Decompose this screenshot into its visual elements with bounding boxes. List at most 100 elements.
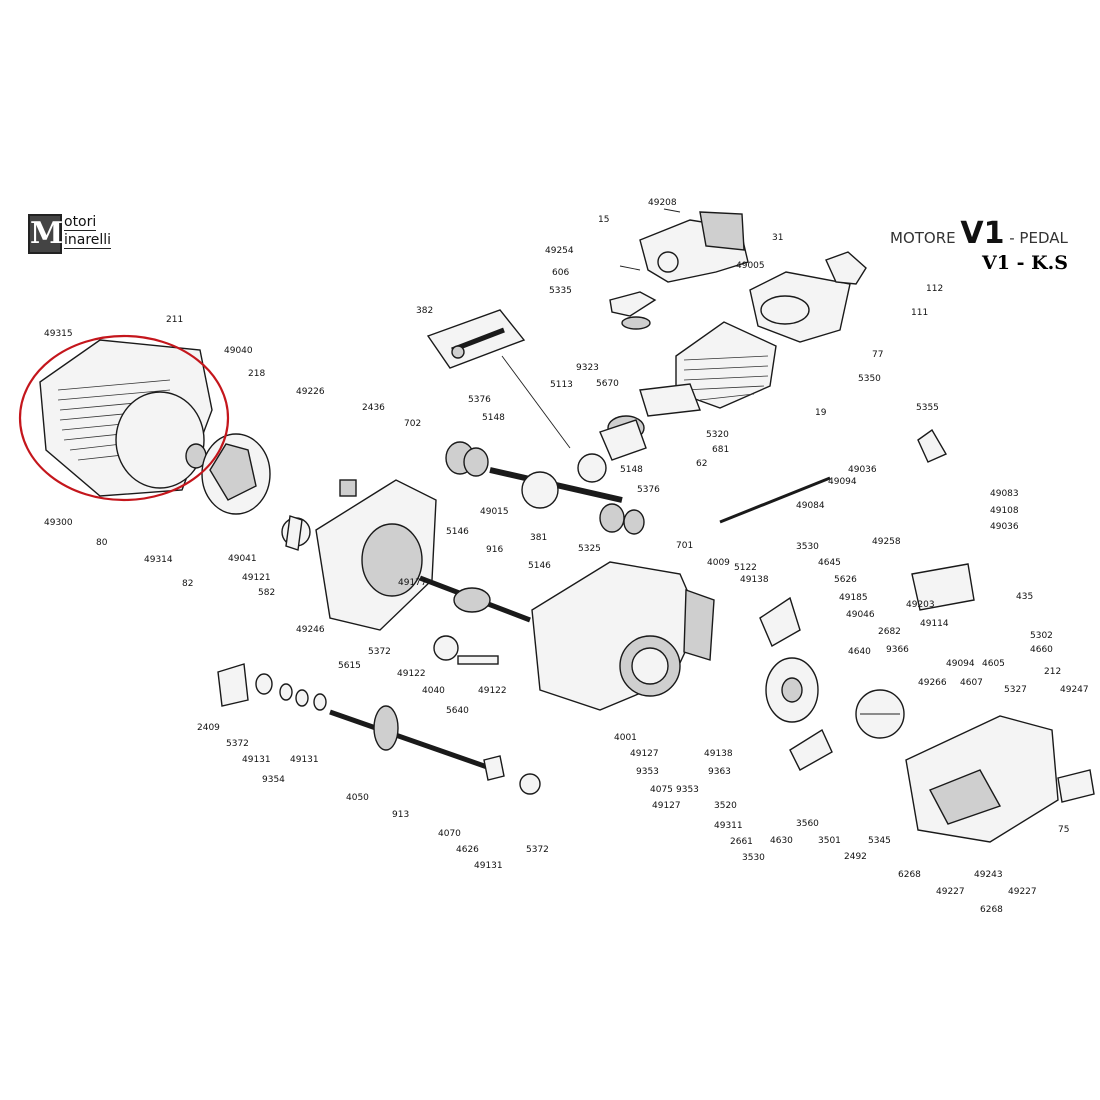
part-label: 606 xyxy=(552,268,569,278)
part-label: 49131 xyxy=(242,755,271,765)
part-label: 31 xyxy=(772,233,783,243)
part-label: 49208 xyxy=(648,198,677,208)
part-label: 5626 xyxy=(834,575,857,585)
cylinder-block-group xyxy=(599,251,867,461)
right-crankcase-group xyxy=(531,561,715,711)
part-label: 5376 xyxy=(468,395,491,405)
part-label: 4070 xyxy=(438,829,461,839)
part-label: 49114 xyxy=(920,619,949,629)
title-prefix: MOTORE xyxy=(890,229,961,247)
part-label: 9363 xyxy=(708,767,731,777)
part-label: 6268 xyxy=(980,905,1003,915)
part-label: 5327 xyxy=(1004,685,1027,695)
part-label: 5670 xyxy=(596,379,619,389)
part-label: 5325 xyxy=(578,544,601,554)
part-label: 5372 xyxy=(526,845,549,855)
part-label: 49040 xyxy=(224,346,253,356)
part-label: 49258 xyxy=(872,537,901,547)
part-label: 5350 xyxy=(858,374,881,384)
part-label: 4040 xyxy=(422,686,445,696)
part-label: 49246 xyxy=(296,625,325,635)
part-label: 49266 xyxy=(918,678,947,688)
part-label: 49094 xyxy=(946,659,975,669)
part-label: 4605 xyxy=(982,659,1005,669)
part-label: 5320 xyxy=(706,430,729,440)
part-label: 913 xyxy=(392,810,409,820)
part-label: 6268 xyxy=(898,870,921,880)
part-label: 49138 xyxy=(704,749,733,759)
diagram-title: MOTORE V1 - PEDAL xyxy=(890,216,1068,251)
connecting-rod-box xyxy=(426,309,571,449)
part-label: 702 xyxy=(404,419,421,429)
part-label: 701 xyxy=(676,541,693,551)
part-label: 5302 xyxy=(1030,631,1053,641)
part-label: 3520 xyxy=(714,801,737,811)
logo-initial: M xyxy=(28,214,63,254)
part-label: 4660 xyxy=(1030,645,1053,655)
part-label: 49138 xyxy=(740,575,769,585)
part-label: 582 xyxy=(258,588,275,598)
part-label: 49122 xyxy=(397,669,426,679)
part-label: 49041 xyxy=(228,554,257,564)
part-label: 5615 xyxy=(338,661,361,671)
part-label: 9353 xyxy=(636,767,659,777)
crankshaft-group xyxy=(445,441,645,535)
part-label: 82 xyxy=(182,579,193,589)
part-label: 435 xyxy=(1016,592,1033,602)
part-label: 111 xyxy=(911,308,928,318)
part-label: 15 xyxy=(598,215,609,225)
part-label: 49227 xyxy=(1008,887,1037,897)
part-label: 49036 xyxy=(848,465,877,475)
part-label: 5146 xyxy=(446,527,469,537)
part-label: 2436 xyxy=(362,403,385,413)
part-label: 5122 xyxy=(734,563,757,573)
logo-line-1: otori xyxy=(64,214,97,231)
part-label: 49131 xyxy=(290,755,319,765)
part-label: 49121 xyxy=(242,573,271,583)
transmission-group xyxy=(217,515,541,795)
part-label: 4630 xyxy=(770,836,793,846)
part-label: 49127 xyxy=(630,749,659,759)
part-label: 49203 xyxy=(906,600,935,610)
part-label: 4626 xyxy=(456,845,479,855)
part-label: 5372 xyxy=(226,739,249,749)
part-label: 49131 xyxy=(474,861,503,871)
part-label: 681 xyxy=(712,445,729,455)
part-label: 4001 xyxy=(614,733,637,743)
part-label: 77 xyxy=(872,350,883,360)
title-model: V1 xyxy=(960,216,1005,251)
part-label: 9354 xyxy=(262,775,285,785)
cylinder-head-group xyxy=(609,208,749,330)
part-label: 5355 xyxy=(916,403,939,413)
part-label: 49243 xyxy=(974,870,1003,880)
part-label: 49127 xyxy=(652,801,681,811)
part-label: 49083 xyxy=(990,489,1019,499)
part-label: 49254 xyxy=(545,246,574,256)
part-label: 5146 xyxy=(528,561,551,571)
part-label: 381 xyxy=(530,533,547,543)
part-label: 49227 xyxy=(936,887,965,897)
part-label: 5335 xyxy=(549,286,572,296)
part-label: 2661 xyxy=(730,837,753,847)
clutch-group xyxy=(759,596,905,771)
part-label: 9353 xyxy=(676,785,699,795)
part-label: 19 xyxy=(815,408,827,418)
part-label: 2409 xyxy=(197,723,220,733)
part-label: 4645 xyxy=(818,558,841,568)
part-label: 4009 xyxy=(707,558,730,568)
part-label: 49311 xyxy=(714,821,743,831)
part-label: 49247 xyxy=(1060,685,1089,695)
part-label: 112 xyxy=(926,284,943,294)
motori-minarelli-logo: M otori inarelli xyxy=(28,212,140,254)
part-label: 49226 xyxy=(296,387,325,397)
part-label: 49094 xyxy=(828,477,857,487)
part-label: 3501 xyxy=(818,836,841,846)
part-label: 4075 xyxy=(650,785,673,795)
part-label: 4640 xyxy=(848,647,871,657)
part-label: 382 xyxy=(416,306,433,316)
part-label: 5376 xyxy=(637,485,660,495)
part-label: 2492 xyxy=(844,852,867,862)
highlighted-flywheel-cover xyxy=(18,334,271,515)
part-label: 916 xyxy=(486,545,503,555)
